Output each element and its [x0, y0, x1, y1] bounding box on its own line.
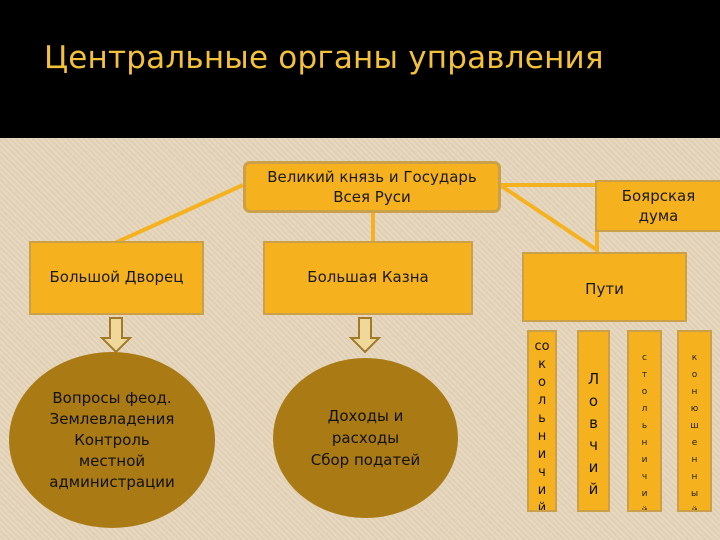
vertical-letter: к — [538, 357, 546, 372]
vertical-letter: и — [641, 489, 648, 499]
treasury-task-3: Сбор податей — [310, 451, 421, 469]
vertical-letter: ю — [690, 404, 699, 414]
node-boyar-duma-line2: дума — [638, 207, 679, 225]
vertical-letter: л — [537, 393, 547, 408]
vertical-letter: ь — [641, 421, 648, 431]
palace-task-3: Контроль — [74, 430, 150, 449]
page-title: Центральные органы управления — [44, 40, 604, 76]
node-boyar-duma: Боярская дума — [595, 180, 720, 232]
vertical-letter: о — [538, 375, 546, 390]
vertical-letter: ш — [690, 421, 699, 431]
vertical-letter: ч — [538, 465, 546, 480]
palace-task-4: местной — [78, 451, 146, 470]
vertical-letter: е — [691, 438, 698, 448]
vertical-letter: й — [537, 501, 547, 512]
vertical-letter: й — [691, 506, 698, 512]
arrow-treasury-icon — [348, 317, 382, 354]
vertical-letter: н — [691, 472, 698, 482]
node-great-treasury: Большая Казна — [263, 241, 473, 315]
node-grand-prince-line1: Великий князь и Государь — [267, 168, 477, 186]
node-great-treasury-label: Большая Казна — [307, 268, 429, 286]
node-grand-prince-line2: Всея Руси — [333, 188, 411, 206]
vertical-letter: ч — [641, 472, 648, 482]
vertical-letter: о — [641, 387, 648, 397]
treasury-tasks-ellipse: Доходы и расходы Сбор податей — [273, 358, 458, 518]
title-bar: Центральные органы управления — [0, 0, 720, 112]
vertical-letter: и — [537, 483, 547, 498]
vertical-letter: й — [641, 506, 648, 512]
vertical-letter: н — [691, 387, 698, 397]
vertical-letter: со — [534, 339, 550, 354]
vertical-letter: й — [588, 480, 599, 498]
arrow-palace-icon — [99, 317, 133, 354]
vertical-letter: н — [641, 438, 648, 448]
node-ways: Пути — [522, 252, 687, 322]
vertical-letter: с — [642, 353, 647, 363]
node-great-palace: Большой Дворец — [29, 241, 204, 315]
node-grand-prince: Великий князь и Государь Всея Руси — [243, 161, 501, 213]
treasury-task-2: расходы — [331, 429, 400, 447]
vertical-letter: и — [641, 455, 648, 465]
palace-task-5: администрации — [49, 472, 175, 491]
connector-prince-ways — [498, 183, 599, 252]
node-ways-label: Пути — [585, 280, 624, 298]
vertical-letter: н — [691, 455, 698, 465]
vertical-letter: л — [641, 404, 648, 414]
palace-tasks-ellipse: Вопросы феод. Землевладения Контроль мес… — [9, 352, 215, 528]
vertical-letter: о — [691, 370, 698, 380]
vertical-letter: н — [537, 429, 547, 444]
node-great-palace-label: Большой Дворец — [49, 268, 184, 286]
palace-task-2: Землевладения — [49, 409, 175, 428]
vertical-letter: и — [588, 458, 599, 476]
node-boyar-duma-line1: Боярская — [621, 187, 696, 205]
vertical-letter: т — [641, 370, 648, 380]
treasury-task-1: Доходы и — [327, 407, 404, 425]
vertical-letter: Л — [587, 370, 600, 388]
vertical-letter: к — [691, 353, 698, 363]
palace-task-1: Вопросы феод. — [52, 388, 172, 407]
vertical-letter: и — [537, 447, 547, 462]
connector-prince-palace — [114, 183, 244, 245]
vertical-letter: о — [588, 392, 599, 410]
vertical-letter: ы — [690, 489, 699, 499]
vertical-letter: ч — [589, 436, 598, 454]
vertical-letter: ь — [538, 411, 546, 426]
vertical-letter: в — [589, 414, 598, 432]
